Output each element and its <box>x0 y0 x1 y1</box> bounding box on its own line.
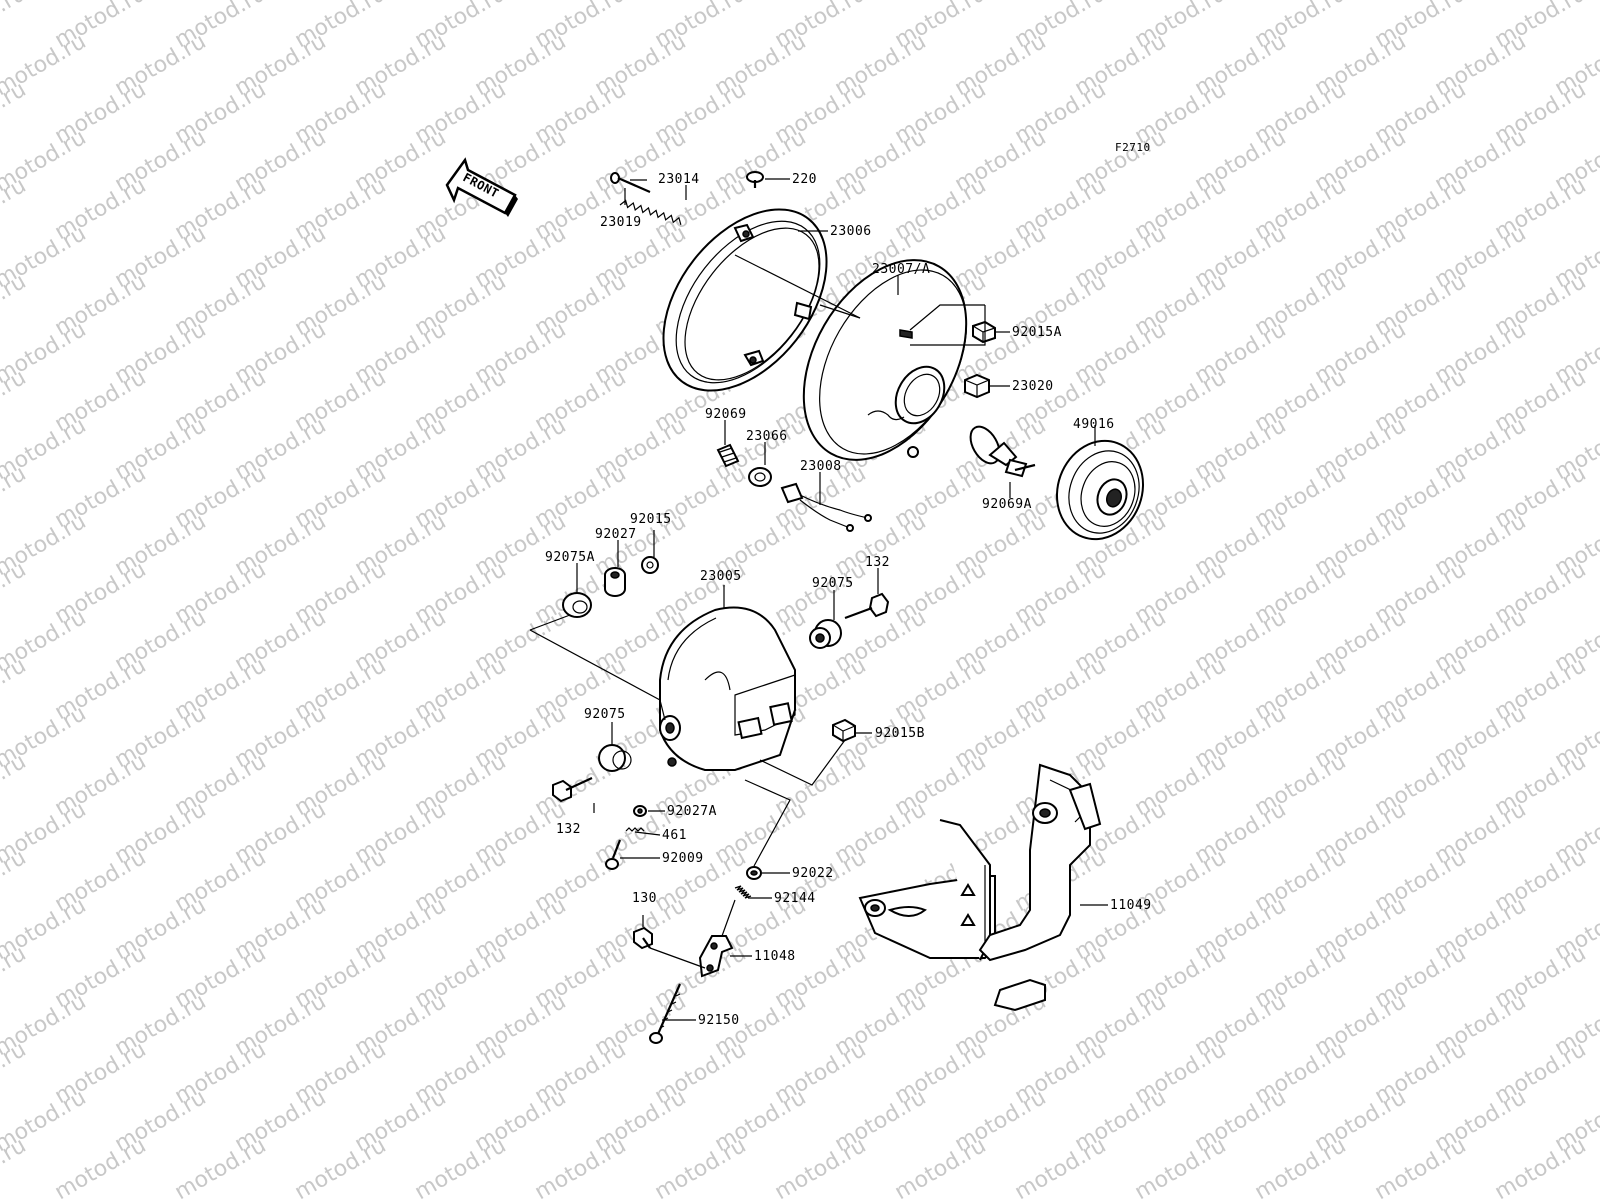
label-23008: 23008 <box>800 459 842 474</box>
label-92069: 92069 <box>705 407 747 422</box>
label-23066: 23066 <box>746 429 788 444</box>
label-92022: 92022 <box>792 866 834 881</box>
nut-92015-icon <box>642 557 658 573</box>
label-92150: 92150 <box>698 1013 740 1028</box>
bolt-132-upper-icon <box>845 594 888 618</box>
label-92075a: 92075A <box>545 550 595 565</box>
label-23007a: 23007/A <box>872 262 930 277</box>
watermark-text: motod.ru <box>291 1133 391 1200</box>
housing-23005-icon <box>660 608 795 771</box>
nut-23020-icon <box>965 375 989 397</box>
watermark-text: motod.ru <box>1251 1133 1351 1200</box>
watermark-text: motod.ru <box>771 1133 871 1200</box>
label-92075-lower: 92075 <box>584 707 626 722</box>
label-92144: 92144 <box>774 891 816 906</box>
socket-23066-icon <box>749 468 771 486</box>
label-92027: 92027 <box>595 527 637 542</box>
collar-92027-icon <box>605 568 625 596</box>
label-461: 461 <box>662 828 687 843</box>
watermark-text: motod.ru <box>1011 1133 1111 1200</box>
label-23020: 23020 <box>1012 379 1054 394</box>
label-132-upper: 132 <box>865 555 890 570</box>
watermark-text: motod.ru <box>651 1133 751 1200</box>
label-23005: 23005 <box>700 569 742 584</box>
label-92015b: 92015B <box>875 726 925 741</box>
watermark-text: motod.ru <box>51 1133 151 1200</box>
watermark-text: motod.ru <box>1131 1133 1231 1200</box>
label-11048: 11048 <box>754 949 796 964</box>
watermark-text: motod.ru <box>411 1133 511 1200</box>
watermark-text: motod.ru <box>1491 1133 1591 1200</box>
label-23006: 23006 <box>830 224 872 239</box>
collar-92027a-icon <box>634 806 646 816</box>
watermark-text: motod.ru <box>0 0 30 53</box>
label-92069a: 92069A <box>982 497 1032 512</box>
spring-92144-icon <box>735 886 751 898</box>
nut-92015b-icon <box>833 720 855 741</box>
watermark-text: motod.ru <box>171 1133 271 1200</box>
watermark-text: motod.ru <box>891 1133 991 1200</box>
nut-92015a-icon <box>973 322 995 342</box>
label-132-lower: 132 <box>556 822 581 837</box>
label-23019: 23019 <box>600 215 642 230</box>
bolt-130-icon <box>634 928 652 948</box>
watermark-text: motod.ru <box>531 1133 631 1200</box>
label-11049: 11049 <box>1110 898 1152 913</box>
nut-92022-icon <box>747 867 761 879</box>
label-49016: 49016 <box>1073 417 1115 432</box>
label-220: 220 <box>792 172 817 187</box>
diagram-code: F2710 <box>1115 141 1151 154</box>
label-92015: 92015 <box>630 512 672 527</box>
grommet-92075a-icon <box>563 593 591 617</box>
label-23014: 23014 <box>658 172 700 187</box>
screw-220-icon <box>747 172 763 188</box>
grommet-92075-upper-icon <box>810 620 841 648</box>
label-130: 130 <box>632 891 657 906</box>
label-92009: 92009 <box>662 851 704 866</box>
watermark-text: motod.ru <box>1371 1133 1471 1200</box>
label-92027a: 92027A <box>667 804 717 819</box>
label-92015a: 92015A <box>1012 325 1062 340</box>
label-92075-upper: 92075 <box>812 576 854 591</box>
